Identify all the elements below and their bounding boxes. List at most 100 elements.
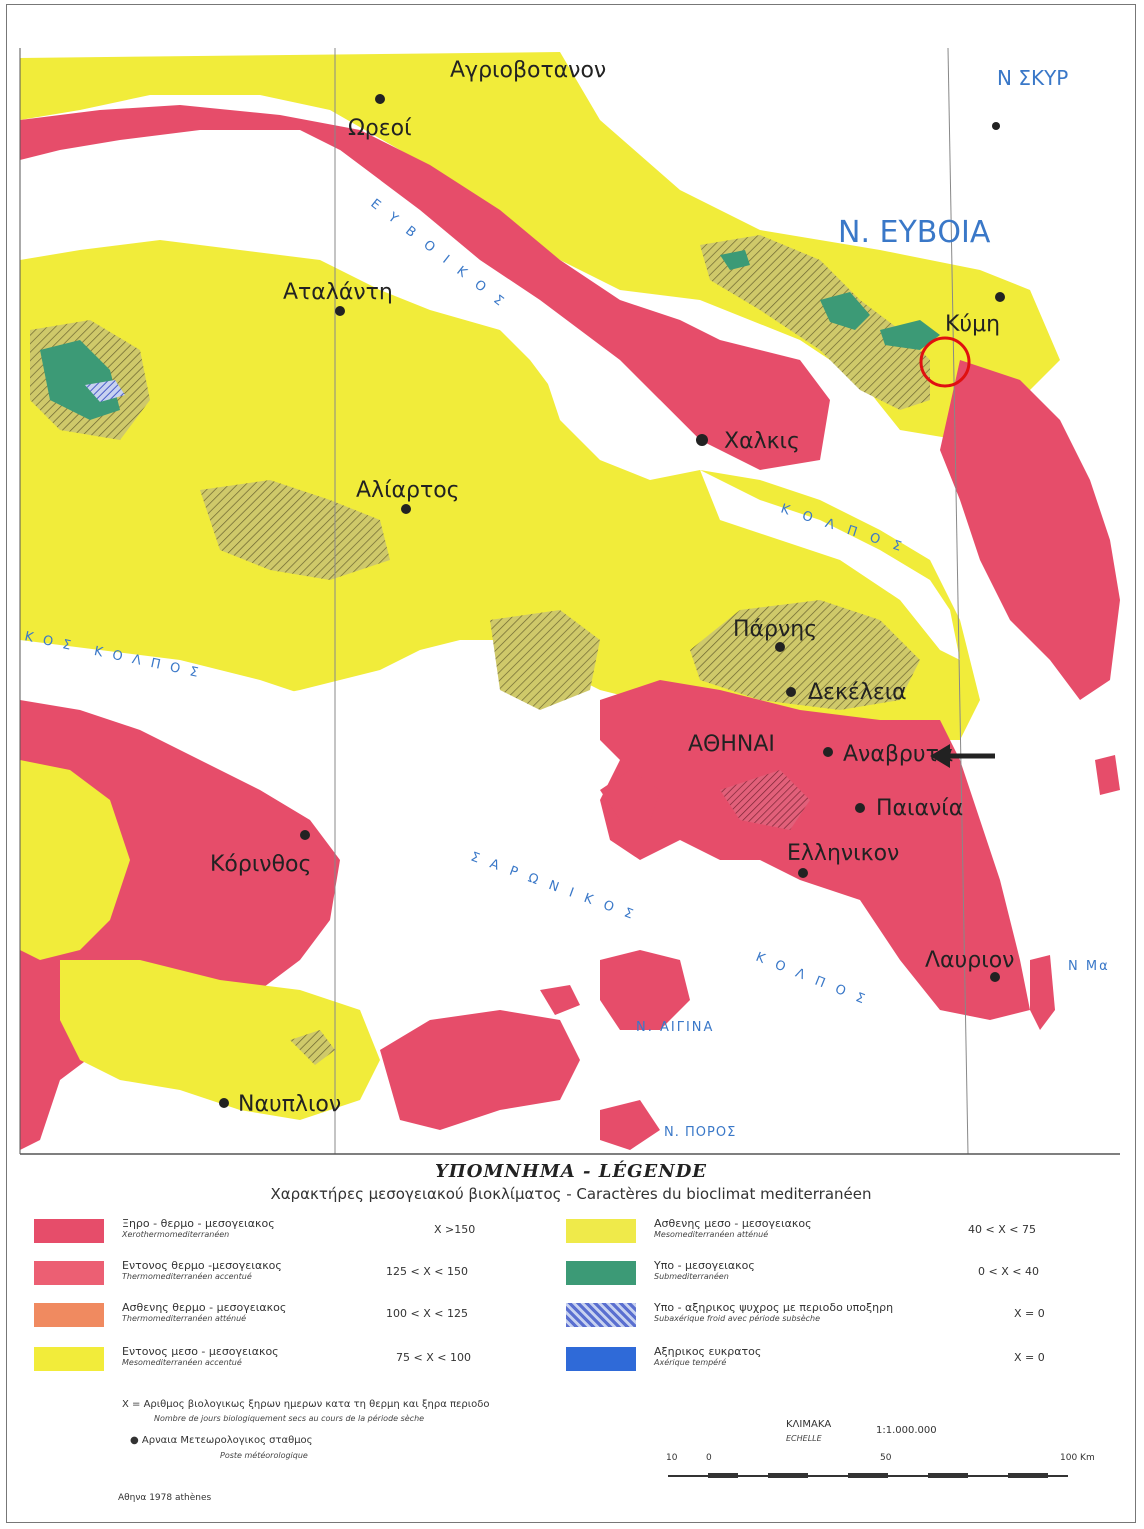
footer-date: Αθηνα 1978 athènes bbox=[118, 1493, 212, 1503]
svg-text:Κύμη: Κύμη bbox=[945, 312, 1000, 337]
legend-label-fr: Submediterranéen bbox=[654, 1272, 729, 1281]
place-aliartos: Αλίαρτος bbox=[356, 478, 460, 514]
zone-xero-euboea-east bbox=[940, 360, 1120, 700]
svg-text:Δεκέλεια: Δεκέλεια bbox=[808, 680, 907, 705]
legend-subtitle: Χαρακτήρες μεσογειακού βιοκλίματος - Car… bbox=[270, 1185, 872, 1203]
legend-label-gr: Εντονος θερμο -μεσογειακος bbox=[122, 1259, 282, 1272]
legend-item-2: Ασθενης θερμο - μεσογειακος Thermomedite… bbox=[34, 1301, 534, 1331]
legend-range: 125 < X < 150 bbox=[386, 1265, 468, 1278]
legend-item-0: Ξηρο - θερμο - μεσογειακος Xerothermomed… bbox=[34, 1217, 534, 1247]
legend-label-fr: Subaxérique froid avec période subsèche bbox=[654, 1314, 820, 1323]
scale-value: 1:1.000.000 bbox=[876, 1425, 937, 1436]
legend-item-3: Εντονος μεσο - μεσογειακος Mesomediterra… bbox=[34, 1345, 534, 1375]
legend-range: X >150 bbox=[434, 1223, 476, 1236]
zone-meso-attenue-dirfys bbox=[700, 235, 930, 410]
zone-submed-kymi bbox=[880, 320, 940, 350]
arrow-icon bbox=[930, 744, 995, 768]
svg-text:Χαλκις: Χαλκις bbox=[724, 429, 800, 454]
zone-meso-attenue-aliartos bbox=[200, 480, 390, 580]
legend-label-fr: Mesomediterranéen accentué bbox=[122, 1358, 242, 1367]
sea-label-n-skyros: Ν ΣΚΥΡ bbox=[997, 66, 1068, 90]
legend-range: 40 < X < 75 bbox=[968, 1223, 1036, 1236]
zone-xero-argolis-east bbox=[380, 1010, 580, 1130]
place-agriovotanon: Αγριοβοτανον bbox=[450, 58, 606, 83]
legend-label-fr: Xerothermomediterranéen bbox=[122, 1230, 230, 1239]
scale-tick: 100 Km bbox=[1060, 1453, 1095, 1463]
corinthian-gulf bbox=[20, 640, 620, 850]
legend-item-5: Υπο - μεσογειακος Submediterranéen 0 < X… bbox=[566, 1259, 1086, 1289]
sea-label-n-ma: Ν Μα bbox=[1068, 959, 1110, 974]
legend-swatch bbox=[34, 1303, 104, 1327]
legend-swatch bbox=[566, 1347, 636, 1371]
zone-meso-attenue-south bbox=[490, 610, 600, 710]
sea-label-n-evvoia: Ν. ΕΥΒΟΙΑ bbox=[838, 215, 991, 250]
sea-label-n-poros: Ν. ΠΟΡΟΣ bbox=[664, 1125, 736, 1140]
legend-swatch bbox=[566, 1219, 636, 1243]
map-frame bbox=[6, 4, 1136, 1523]
svg-text:Κόρινθος: Κόρινθος bbox=[210, 852, 311, 877]
svg-text:Ελληνικον: Ελληνικον bbox=[787, 841, 899, 866]
legend-label-gr: Υπο - μεσογειακος bbox=[654, 1259, 755, 1272]
highlight-circle bbox=[919, 336, 971, 388]
scale-tick: 50 bbox=[880, 1453, 892, 1463]
makronisos-island bbox=[1030, 955, 1055, 1030]
legend-label-gr: Ξηρο - θερμο - μεσογειακος bbox=[122, 1217, 275, 1230]
small-island bbox=[540, 985, 580, 1015]
sea-label-n-aigina: Ν. ΑΙΓΙΝΑ bbox=[636, 1020, 714, 1035]
legend-swatch bbox=[566, 1261, 636, 1285]
place-chalkis: Χαλκις bbox=[696, 429, 800, 454]
legend-item-6: Υπο - αξηρικος ψυχρος με περιοδο υποξηρη… bbox=[566, 1301, 1086, 1331]
svg-text:Αταλάντη: Αταλάντη bbox=[283, 280, 393, 305]
legend-label-fr: Thermomediterranéen accentué bbox=[122, 1272, 252, 1281]
x-note-fr: Nombre de jours biologiquement secs au c… bbox=[154, 1414, 425, 1423]
scale-tick: 10 bbox=[666, 1453, 678, 1463]
zone-meso-argolis bbox=[60, 960, 380, 1120]
place-ellinikon: Ελληνικον bbox=[787, 841, 899, 878]
scale-label-fr: ECHELLE bbox=[786, 1434, 822, 1443]
svg-text:Ναυπλιον: Ναυπλιον bbox=[238, 1092, 341, 1117]
legend-title: ΥΠΟΜΝΗΜΑ - LÉGENDE bbox=[434, 1161, 708, 1182]
zone-hatch-argolis bbox=[290, 1030, 335, 1065]
east-island bbox=[1095, 755, 1120, 795]
legend-range: 0 < X < 40 bbox=[978, 1265, 1039, 1278]
zone-submed-small bbox=[720, 250, 750, 270]
place-oreoi: Ωρεοί bbox=[348, 94, 412, 141]
poros-island bbox=[600, 1100, 660, 1150]
place-atalanti: Αταλάντη bbox=[283, 280, 393, 316]
svg-text:Παιανία: Παιανία bbox=[876, 796, 963, 821]
bioclimate-map: Αγριοβοτανον Ωρεοί Αταλάντη Αλίαρτος Χαλ… bbox=[19, 47, 1120, 1155]
legend-label-gr: Ασθενης μεσο - μεσογειακος bbox=[654, 1217, 812, 1230]
place-nafplion: Ναυπλιον bbox=[219, 1092, 341, 1117]
legend: ΥΠΟΜΝΗΜΑ - LÉGENDE Χαρακτήρες μεσογειακο… bbox=[8, 1155, 1134, 1521]
south-evvoikos-gulf bbox=[700, 470, 960, 660]
legend-swatch bbox=[566, 1303, 636, 1327]
svg-text:ΑΘΗΝΑΙ: ΑΘΗΝΑΙ bbox=[688, 732, 775, 757]
legend-label-gr: Ασθενης θερμο - μεσογειακος bbox=[122, 1301, 287, 1314]
legend-item-7: Αξηρικος ευκρατος Axérique tempéré X = 0 bbox=[566, 1345, 1086, 1375]
evvoikos-gulf bbox=[340, 150, 700, 470]
place-kymi: Κύμη bbox=[945, 292, 1005, 337]
svg-text:Λαυριον: Λαυριον bbox=[925, 948, 1014, 973]
svg-text:Ωρεοί: Ωρεοί bbox=[348, 116, 412, 141]
scale-tick: 0 bbox=[706, 1453, 712, 1463]
place-dekeleia: Δεκέλεια bbox=[786, 680, 907, 705]
place-paiania: Παιανία bbox=[855, 796, 963, 821]
legend-label-fr: Axérique tempéré bbox=[654, 1358, 727, 1367]
legend-range: X = 0 bbox=[1014, 1307, 1045, 1320]
legend-range: X = 0 bbox=[1014, 1351, 1045, 1364]
athens-urban bbox=[720, 770, 810, 830]
place-parnis: Πάρνης bbox=[733, 617, 817, 652]
aigina-island bbox=[600, 950, 690, 1030]
legend-label-gr: Αξηρικος ευκρατος bbox=[654, 1345, 762, 1358]
salamis-island bbox=[600, 770, 660, 820]
svg-text:Αλίαρτος: Αλίαρτος bbox=[356, 478, 460, 503]
legend-range: 75 < X < 100 bbox=[396, 1351, 471, 1364]
legend-label-fr: Mesomediterranéen atténué bbox=[654, 1230, 769, 1239]
svg-text:Αγριοβοτανον: Αγριοβοτανον bbox=[450, 58, 606, 83]
scale-bar bbox=[668, 1471, 1108, 1481]
station-note-gr: ● Αρναια Μετεωρολογικος σταθμος bbox=[130, 1435, 313, 1446]
place-lavrion: Λαυριον bbox=[925, 948, 1014, 982]
legend-swatch bbox=[34, 1261, 104, 1285]
zone-xero-north-strip bbox=[20, 105, 830, 470]
legend-label-gr: Εντονος μεσο - μεσογειακος bbox=[122, 1345, 279, 1358]
